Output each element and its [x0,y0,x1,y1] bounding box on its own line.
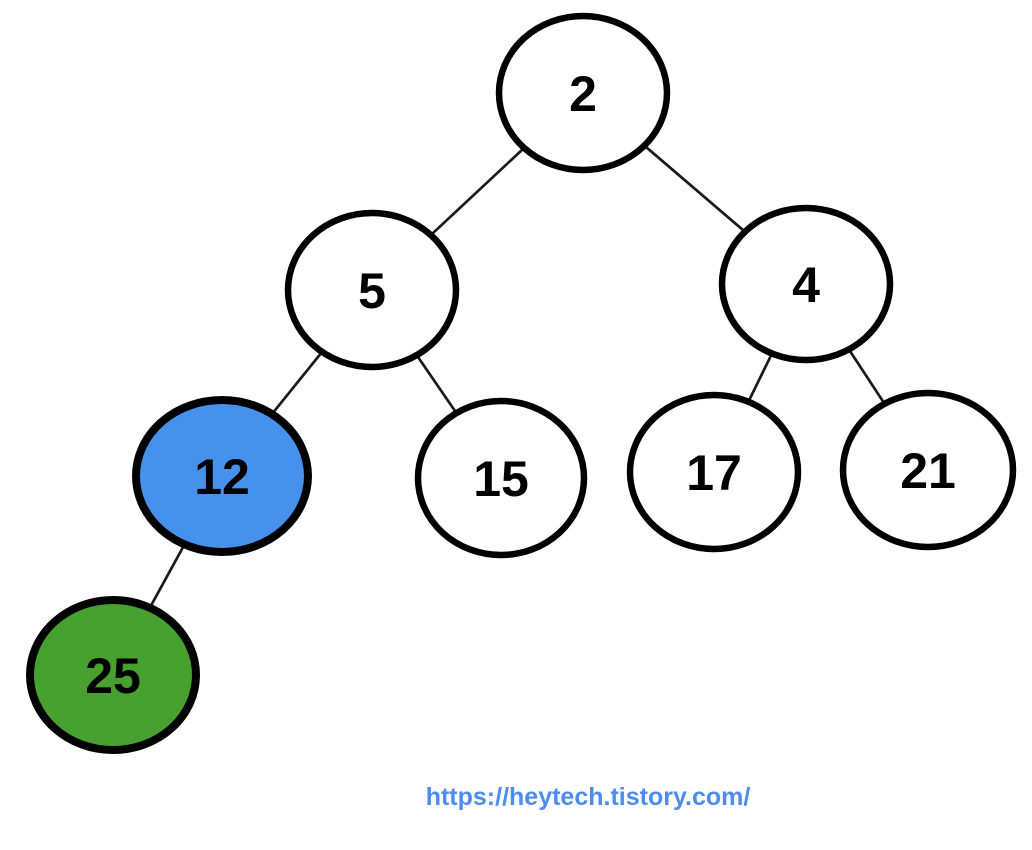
tree-node-label-21: 21 [900,443,956,499]
tree-node-21: 21 [839,389,1017,551]
tree-node-label-17: 17 [686,445,742,501]
tree-node-circle-4 [718,204,894,364]
tree-node-circle-5 [284,209,460,371]
tree-node-label-2: 2 [569,66,597,122]
tree-node-label-4: 4 [792,257,820,313]
tree-node-15: 15 [414,397,588,559]
tree-node-17: 17 [626,391,802,553]
tree-node-4: 4 [718,204,894,364]
tree-node-label-15: 15 [473,451,529,507]
tree-node-circle-15 [414,397,588,559]
tree-node-circle-2 [495,12,671,174]
tree-node-label-12: 12 [194,449,250,505]
tree-node-circle-25 [26,596,200,754]
tree-node-5: 5 [284,209,460,371]
caption-url: https://heytech.tistory.com/ [425,783,751,811]
tree-node-25: 25 [26,596,200,754]
tree-node-label-5: 5 [358,263,386,319]
tree-node-circle-12 [132,396,312,556]
tree-node-circle-17 [626,391,802,553]
tree-node-2: 2 [495,12,671,174]
tree-node-label-25: 25 [85,648,141,704]
tree-node-12: 12 [132,396,312,556]
tree-node-circle-21 [839,389,1017,551]
